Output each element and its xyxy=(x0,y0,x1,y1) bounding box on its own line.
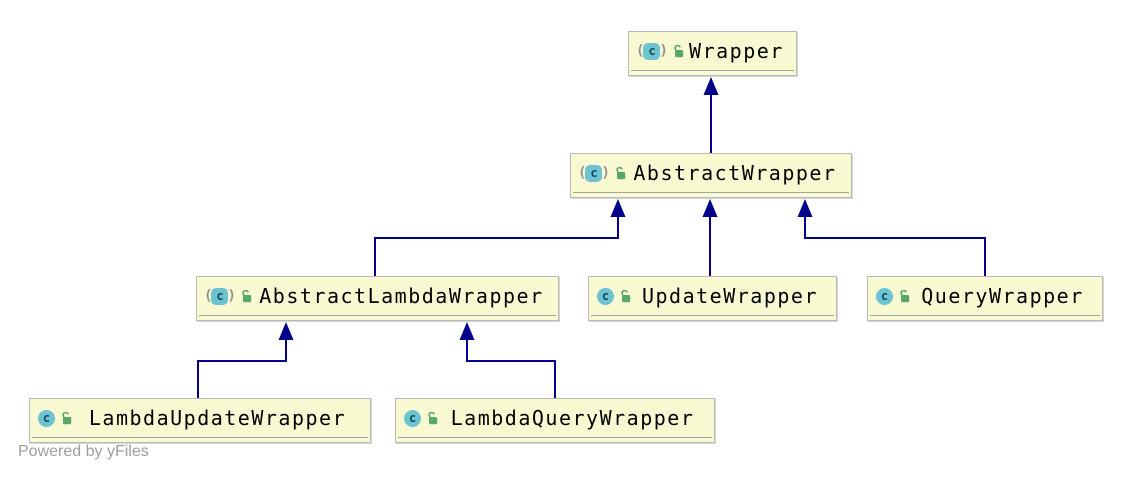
unlock-icon xyxy=(619,289,632,303)
compartment-separator xyxy=(32,437,368,438)
class-node-abstractwrapper[interactable]: ( c ) AbstractWrapper xyxy=(570,153,852,198)
class-name-label: AbstractWrapper xyxy=(633,161,837,185)
abstract-class-icon: ( c ) xyxy=(578,164,610,182)
class-node-querywrapper[interactable]: c QueryWrapper xyxy=(867,276,1103,321)
class-icon: c xyxy=(38,409,55,427)
class-name-label: AbstractLambdaWrapper xyxy=(259,284,544,308)
class-node-updatewrapper[interactable]: c UpdateWrapper xyxy=(588,276,837,321)
class-letter: c xyxy=(643,42,661,60)
abstract-class-icon: ( c ) xyxy=(636,42,668,60)
class-node-abstractlambdawrapper[interactable]: ( c ) AbstractLambdaWrapper xyxy=(196,276,559,321)
class-letter: c xyxy=(38,409,55,427)
class-letter: c xyxy=(597,287,614,305)
unlock-icon xyxy=(614,166,627,180)
class-letter: c xyxy=(211,287,229,305)
compartment-separator xyxy=(591,315,834,316)
class-node-lambdaupdatewrapper[interactable]: c LambdaUpdateWrapper xyxy=(29,398,371,443)
unlock-icon xyxy=(672,44,685,58)
unlock-icon xyxy=(240,289,253,303)
class-name-label: Wrapper xyxy=(689,39,784,63)
edge-abstractlambdawrapper-extends-abstractwrapper[interactable] xyxy=(374,199,626,276)
abstract-paren-open: ( xyxy=(204,288,213,304)
class-name-label: LambdaUpdateWrapper xyxy=(88,406,347,430)
edge-updatewrapper-extends-abstractwrapper[interactable] xyxy=(702,199,718,276)
class-letter: c xyxy=(876,287,893,305)
unlock-icon xyxy=(60,411,73,425)
compartment-separator xyxy=(199,315,556,316)
class-node-lambdaquerywrapper[interactable]: c LambdaQueryWrapper xyxy=(395,398,715,443)
class-name-label: LambdaQueryWrapper xyxy=(450,406,695,430)
abstract-paren-close: ) xyxy=(601,165,610,181)
class-name-label: UpdateWrapper xyxy=(641,284,819,308)
class-icon: c xyxy=(876,287,893,305)
class-icon: c xyxy=(404,409,421,427)
compartment-separator xyxy=(870,315,1100,316)
edge-lambdaquerywrapper-extends-abstractlambdawrapper[interactable] xyxy=(459,322,556,398)
class-name-label: QueryWrapper xyxy=(921,284,1084,308)
compartment-separator xyxy=(573,192,849,193)
abstract-paren-open: ( xyxy=(636,43,645,59)
class-letter: c xyxy=(585,164,603,182)
class-node-wrapper[interactable]: ( c ) Wrapper xyxy=(628,31,797,76)
edge-abstractwrapper-extends-wrapper[interactable] xyxy=(703,77,719,153)
compartment-separator xyxy=(398,437,712,438)
edge-querywrapper-extends-abstractwrapper[interactable] xyxy=(797,199,986,276)
unlock-icon xyxy=(426,411,439,425)
class-letter: c xyxy=(404,409,421,427)
edge-lambdaupdatewrapper-extends-abstractlambdawrapper[interactable] xyxy=(197,322,294,398)
compartment-separator xyxy=(631,70,794,71)
unlock-icon xyxy=(898,289,911,303)
abstract-class-icon: ( c ) xyxy=(204,287,236,305)
abstract-paren-close: ) xyxy=(659,43,668,59)
class-icon: c xyxy=(597,287,614,305)
abstract-paren-open: ( xyxy=(578,165,587,181)
abstract-paren-close: ) xyxy=(227,288,236,304)
yfiles-watermark: Powered by yFiles xyxy=(18,443,149,460)
